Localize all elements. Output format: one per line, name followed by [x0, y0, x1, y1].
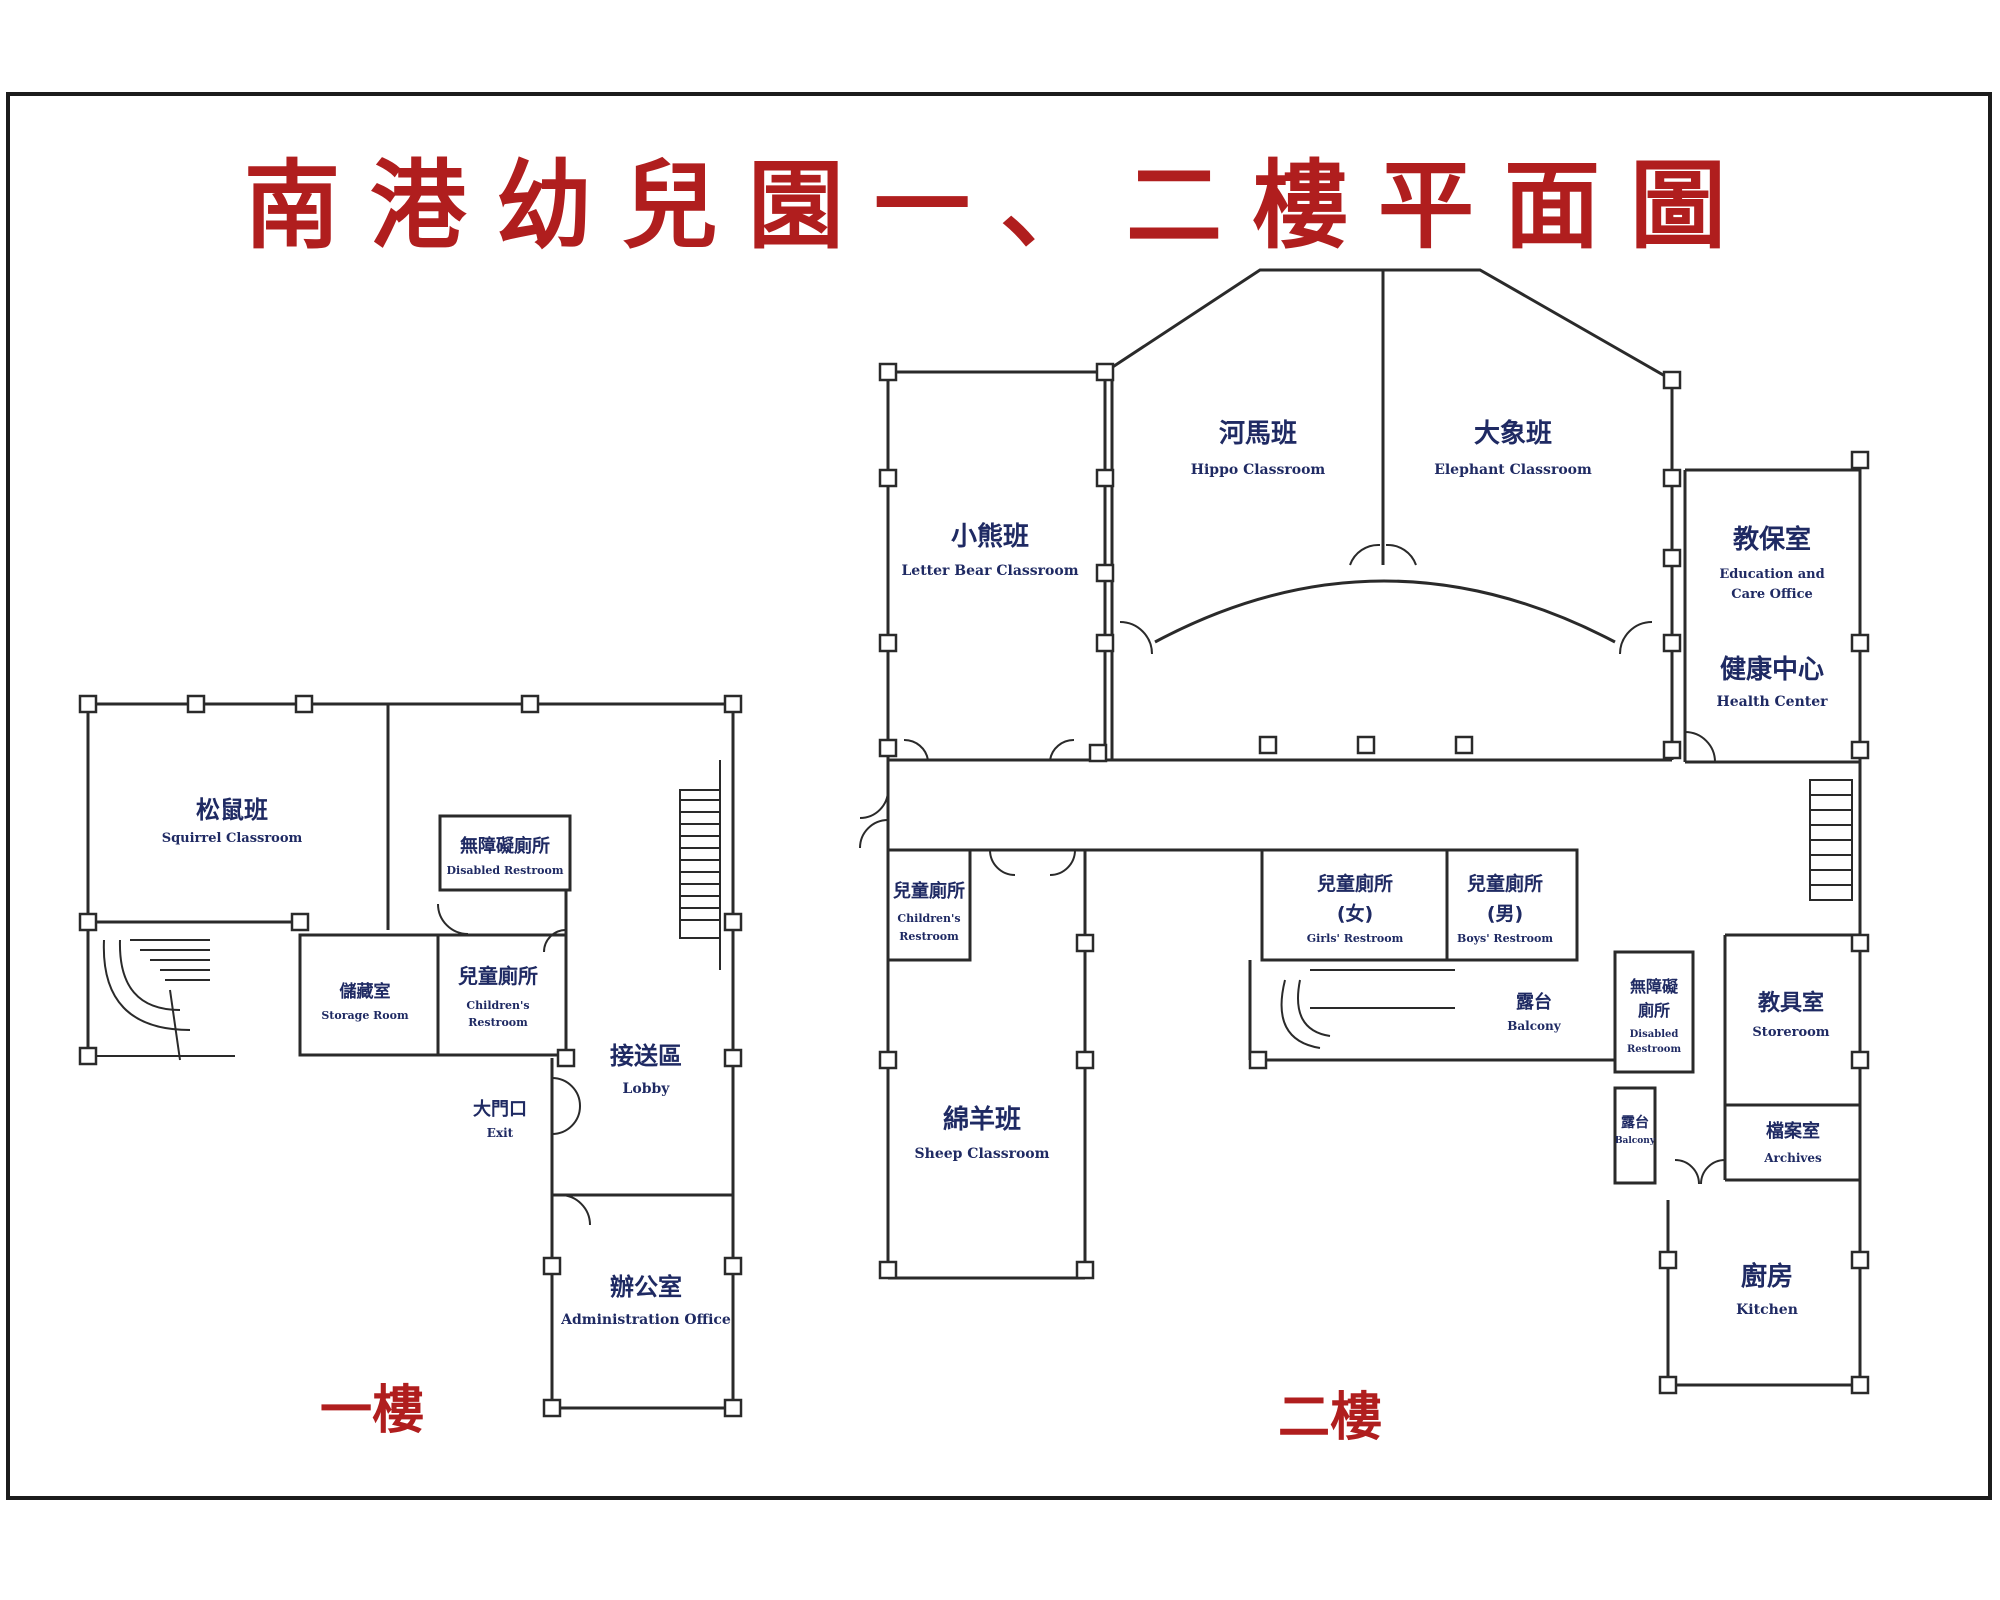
first-childrens-restroom-label-en1: Children's — [466, 999, 529, 1012]
disabled-restroom-label-en: Disabled Restroom — [447, 864, 564, 877]
first-childrens-restroom-label-en2: Restroom — [468, 1016, 528, 1029]
archives-label: 檔案室 — [1766, 1120, 1820, 1142]
storeroom-label: 教具室 — [1758, 990, 1824, 1016]
exit-label-en: Exit — [487, 1126, 514, 1140]
edu-office-label-en2: Care Office — [1731, 587, 1813, 602]
boys-restroom-label: 兒童廁所 — [1467, 872, 1543, 895]
first-floor-label: 一樓 — [320, 1381, 424, 1441]
health-center-label: 健康中心 — [1720, 654, 1824, 685]
kitchen-label-en: Kitchen — [1736, 1302, 1798, 1318]
edu-office-label-en1: Education and — [1719, 567, 1824, 582]
sheep-room-label-en: Sheep Classroom — [915, 1146, 1050, 1162]
elephant-room-label-en: Elephant Classroom — [1434, 462, 1592, 478]
second-floor-walls — [859, 268, 1862, 1387]
second-disabled-restroom-label-2: 廁所 — [1638, 1001, 1670, 1020]
second-floor-columns — [878, 362, 1870, 1395]
girls-restroom-label-en: Girls' Restroom — [1307, 932, 1404, 945]
boys-restroom-label-en: Boys' Restroom — [1457, 932, 1553, 945]
second-childrens-restroom-label-en1: Children's — [897, 912, 960, 925]
boys-restroom-label-sub: (男) — [1487, 903, 1523, 925]
admin-office-label: 辦公室 — [610, 1273, 682, 1301]
second-floor-label: 二樓 — [1278, 1388, 1382, 1448]
balcony-label-en: Balcony — [1507, 1019, 1562, 1033]
exit-label: 大門口 — [473, 1098, 527, 1120]
disabled-restroom-label: 無障礙廁所 — [460, 835, 550, 857]
second-disabled-restroom-label-en1: Disabled — [1630, 1029, 1679, 1040]
edu-office-label: 教保室 — [1733, 524, 1811, 555]
storage-room-label: 儲藏室 — [340, 981, 391, 1002]
storage-room-label-en: Storage Room — [321, 1009, 409, 1022]
girls-restroom-label: 兒童廁所 — [1317, 872, 1393, 895]
storeroom-label-en: Storeroom — [1752, 1025, 1829, 1040]
small-balcony-label: 露台 — [1621, 1114, 1649, 1131]
elephant-room-label: 大象班 — [1474, 418, 1552, 449]
squirrel-room-label: 松鼠班 — [196, 796, 268, 824]
first-childrens-restroom-label: 兒童廁所 — [458, 964, 538, 988]
second-childrens-restroom-label: 兒童廁所 — [893, 880, 965, 902]
map-title: 南港幼兒園一、二樓平面圖 — [244, 150, 1756, 262]
first-floor-columns — [78, 694, 743, 1418]
hippo-room-label-en: Hippo Classroom — [1191, 462, 1326, 478]
health-center-label-en: Health Center — [1716, 694, 1828, 710]
girls-restroom-label-sub: (女) — [1337, 902, 1373, 925]
second-disabled-restroom-label-en2: Restroom — [1627, 1044, 1682, 1055]
hippo-room-label: 河馬班 — [1219, 419, 1297, 449]
second-childrens-restroom-label-en2: Restroom — [899, 930, 959, 943]
small-balcony-label-en: Balcony — [1615, 1136, 1656, 1146]
bear-room-label: 小熊班 — [951, 521, 1029, 552]
bear-room-label-en: Letter Bear Classroom — [901, 563, 1078, 579]
sheep-room-label: 綿羊班 — [943, 1104, 1021, 1135]
lobby-label-en: Lobby — [623, 1081, 671, 1097]
admin-office-label-en: Administration Office — [560, 1312, 731, 1328]
second-disabled-restroom-label: 無障礙 — [1630, 977, 1679, 996]
kitchen-label: 廚房 — [1741, 1261, 1793, 1292]
archives-label-en: Archives — [1763, 1151, 1822, 1165]
squirrel-room-label-en: Squirrel Classroom — [162, 831, 303, 846]
map-frame — [6, 92, 1992, 1500]
balcony-label: 露台 — [1516, 991, 1552, 1013]
lobby-label: 接送區 — [610, 1042, 682, 1070]
